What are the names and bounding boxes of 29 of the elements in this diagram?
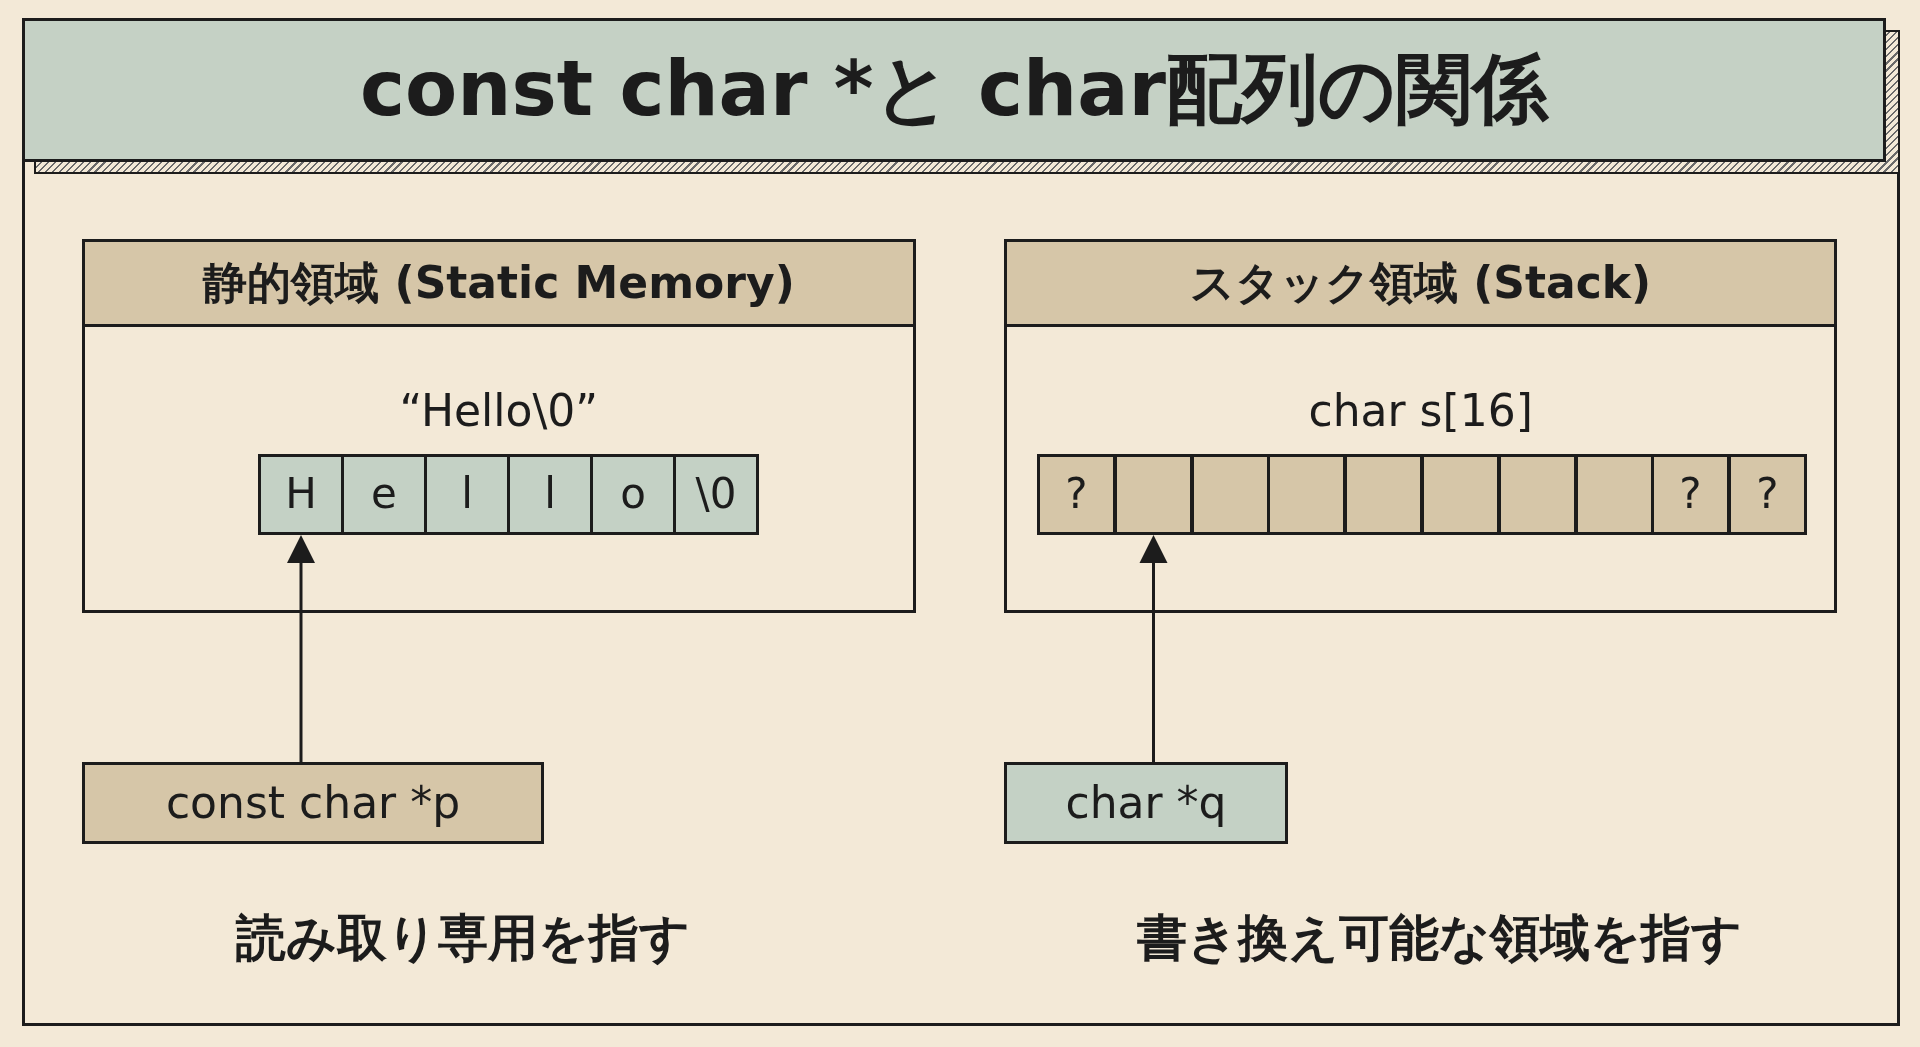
pointer-box: const char *p [82,762,544,844]
memory-cell: ? [1651,454,1730,535]
array-label: “Hello\0” [399,385,599,438]
caption-text: 書き換え可能な領域を指す [1136,908,1742,968]
panel-header: 静的領域 (Static Memory) [85,242,913,327]
memory-cell: l [424,454,510,535]
memory-cell: \0 [673,454,759,535]
memory-cell: H [258,454,344,535]
memory-cell: ? [1037,454,1116,535]
memory-cell [1421,454,1500,535]
arrow [287,535,315,762]
array-label: char s[16] [1308,385,1533,438]
memory-cell: ? [1728,454,1807,535]
memory-cell: e [341,454,427,535]
caption-text: 読み取り専用を指す [236,908,690,968]
memory-cell [1575,454,1654,535]
memory-cell: o [590,454,676,535]
memory-cell [1114,454,1193,535]
memory-panel [82,239,916,613]
memory-cell [1267,454,1346,535]
memory-panel [1004,239,1837,613]
memory-cell [1191,454,1270,535]
pointer-box: char *q [1004,762,1288,844]
arrow [1139,535,1168,762]
memory-cell: l [507,454,593,535]
memory-cell [1344,454,1423,535]
title-banner: const char *と char配列の関係 [22,18,1886,162]
memory-cell [1498,454,1577,535]
panel-header: スタック領域 (Stack) [1007,242,1834,327]
